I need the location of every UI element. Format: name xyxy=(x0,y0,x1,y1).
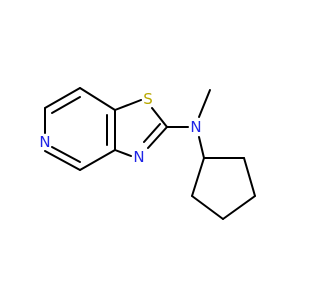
atom-label-sulfur: S xyxy=(143,90,153,108)
bond-c4-c5-inner xyxy=(51,96,81,114)
bond-namine-methyl xyxy=(198,89,211,118)
bond-namine-cyclopentyl xyxy=(198,136,205,159)
bond-s-c2 xyxy=(151,107,168,128)
bond-c2-n3 xyxy=(147,126,168,149)
bond-c7a-s xyxy=(114,99,142,111)
bond-cp3-cp4 xyxy=(222,195,256,220)
bond-c7a-c4 xyxy=(79,87,116,111)
bond-c4-c5 xyxy=(44,87,81,109)
bond-cp5-cp1 xyxy=(191,157,205,197)
atom-label-amine-nitrogen: N xyxy=(190,118,201,136)
bond-cp2-cp3 xyxy=(243,157,256,197)
bond-n3-c3a xyxy=(114,149,132,157)
bond-cp4-cp5 xyxy=(191,195,224,220)
atom-label-pyridine-nitrogen: N xyxy=(39,133,50,151)
bond-c6-c3a xyxy=(79,149,116,171)
atom-label-thiazole-nitrogen: N xyxy=(133,148,144,166)
molecule-canvas: S N N N xyxy=(39,87,256,220)
bond-n-c6-inner xyxy=(51,146,81,163)
bond-c2-n3-inner xyxy=(143,123,161,143)
bond-n-c6 xyxy=(44,150,81,171)
molecule-structure: S N N N xyxy=(39,87,256,220)
